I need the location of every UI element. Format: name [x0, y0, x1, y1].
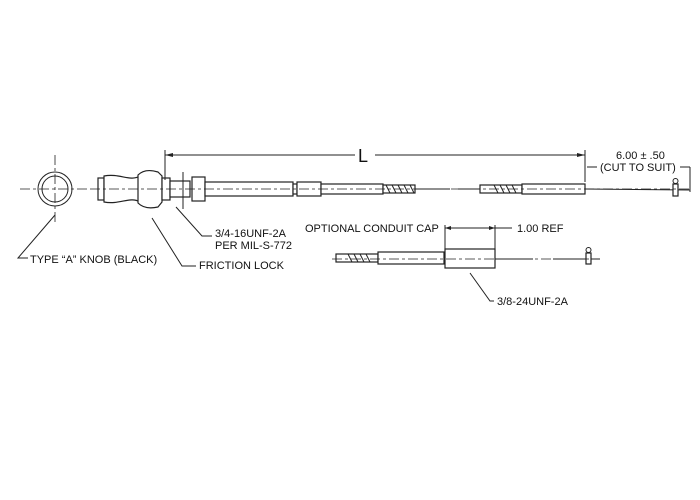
knob-end-view [20, 155, 90, 225]
leader-lines [16, 206, 494, 302]
thread-spec-label: PER MIL-S-772 [215, 240, 292, 252]
main-cable-assembly [90, 169, 691, 209]
knob-label: TYPE “A” KNOB (BLACK) [30, 254, 157, 266]
conduit-cap-label: OPTIONAL CONDUIT CAP [305, 223, 439, 235]
thread-label: 3/4-16UNF-2A [215, 228, 287, 240]
friction-lock-label: FRICTION LOCK [199, 260, 285, 272]
length-label: L [358, 146, 368, 166]
tail-dimension: 6.00 ± .50 (CUT TO SUIT) [587, 150, 691, 192]
tail-dimension-note: (CUT TO SUIT) [600, 162, 676, 174]
length-dimension: L [164, 146, 586, 182]
conduit-cap-detail: OPTIONAL CONDUIT CAP 1.00 REF 3/8-24UNF-… [305, 223, 600, 308]
ref-dimension-label: 1.00 REF [517, 223, 564, 235]
tail-dimension-value: 6.00 ± .50 [616, 150, 665, 162]
cap-thread-label: 3/8-24UNF-2A [497, 296, 569, 308]
